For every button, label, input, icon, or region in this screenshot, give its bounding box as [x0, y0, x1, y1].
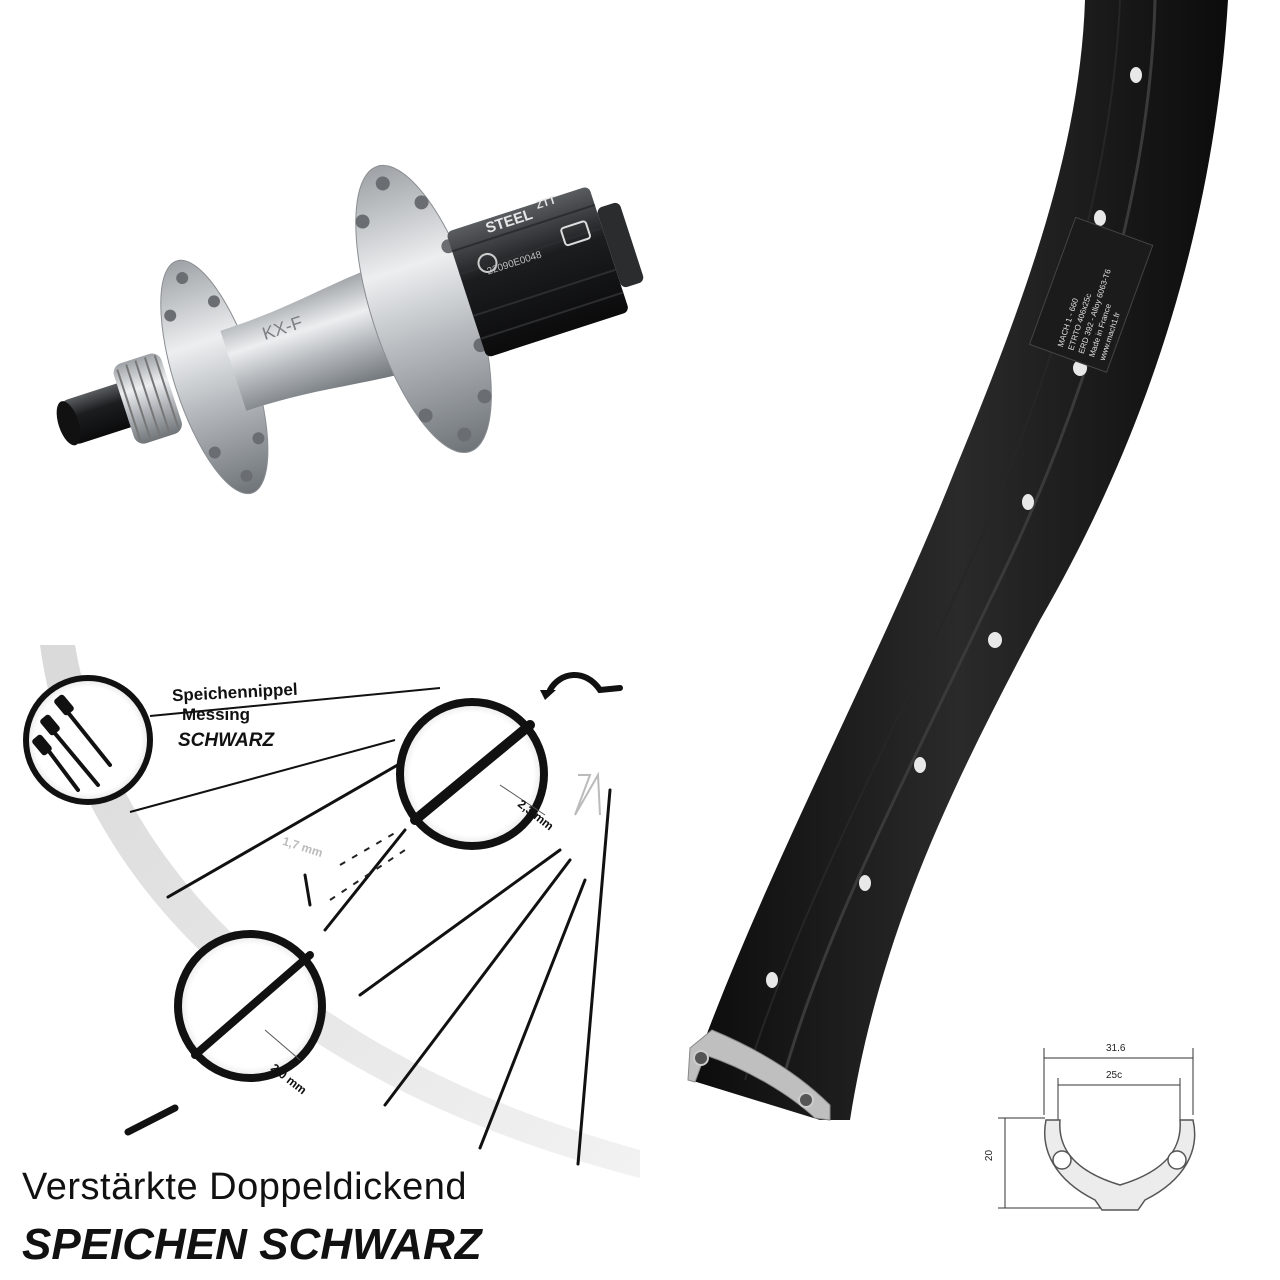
caption-line2: SPEICHEN SCHWARZ — [22, 1220, 482, 1269]
rim-profile-inner-width: 25c — [1106, 1070, 1123, 1081]
rim-spoke-holes — [766, 67, 1142, 988]
rim-profile-outer-width: 31.6 — [1106, 1043, 1126, 1054]
rim-profile-height: 20 — [984, 1149, 996, 1162]
nipple-label-line2: Messing — [182, 705, 251, 724]
caption-line1: Verstärkte Doppeldickend — [22, 1166, 468, 1208]
nipple-label-line3: SCHWARZ — [178, 730, 275, 751]
